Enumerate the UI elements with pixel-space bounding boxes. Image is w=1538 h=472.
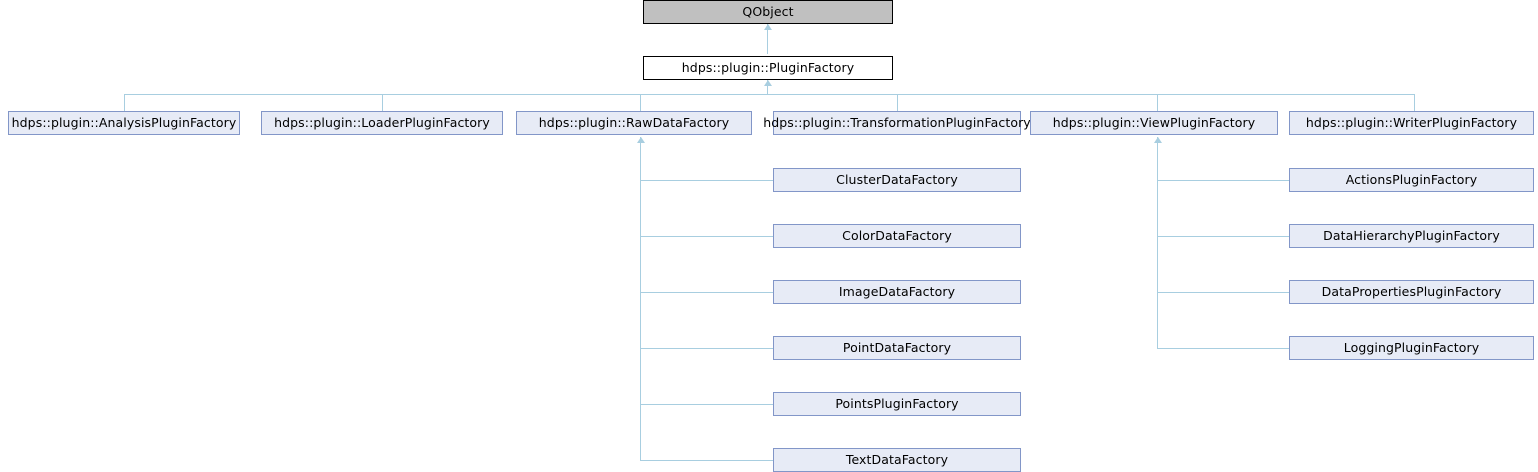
class-node-writerpluginfactory[interactable]: hdps::plugin::WriterPluginFactory	[1289, 111, 1534, 135]
edge-rawdata-branch-1	[640, 236, 773, 237]
arrow-pluginfactory-stem	[764, 80, 772, 86]
edge-level2-bus	[124, 94, 1415, 95]
arrow-viewplugin-trunk	[1154, 137, 1162, 143]
edge-drop-transformation	[897, 94, 898, 111]
edge-viewplugin-branch-3	[1157, 348, 1289, 349]
class-node-loggingpluginfactory[interactable]: LoggingPluginFactory	[1289, 336, 1534, 360]
class-node-viewpluginfactory[interactable]: hdps::plugin::ViewPluginFactory	[1030, 111, 1278, 135]
class-node-rawdatafactory[interactable]: hdps::plugin::RawDataFactory	[516, 111, 752, 135]
edge-drop-writer	[1414, 94, 1415, 111]
edge-rawdata-branch-2	[640, 292, 773, 293]
class-node-transformationpluginfactory[interactable]: hdps::plugin::TransformationPluginFactor…	[763, 111, 1031, 135]
class-node-clusterdatafactory[interactable]: ClusterDataFactory	[773, 168, 1021, 192]
edge-pluginfactory-stem	[767, 80, 768, 94]
edge-rawdata-branch-3	[640, 348, 773, 349]
edge-viewplugin-branch-2	[1157, 292, 1289, 293]
class-node-actionspluginfactory[interactable]: ActionsPluginFactory	[1289, 168, 1534, 192]
edge-rawdata-branch-0	[640, 180, 773, 181]
class-node-qobject[interactable]: QObject	[643, 0, 893, 24]
edge-drop-analysis	[124, 94, 125, 111]
class-node-imagedatafactory[interactable]: ImageDataFactory	[773, 280, 1021, 304]
class-node-loaderpluginfactory[interactable]: hdps::plugin::LoaderPluginFactory	[261, 111, 503, 135]
edge-viewplugin-branch-1	[1157, 236, 1289, 237]
edge-rawdata-branch-4	[640, 404, 773, 405]
edge-drop-view	[1157, 94, 1158, 111]
edge-viewplugin-branch-0	[1157, 180, 1289, 181]
edge-qobject-to-pluginfactory	[767, 24, 768, 54]
edge-rawdata-branch-5	[640, 460, 773, 461]
class-node-datahierarchypluginfactory[interactable]: DataHierarchyPluginFactory	[1289, 224, 1534, 248]
class-node-textdatafactory[interactable]: TextDataFactory	[773, 448, 1021, 472]
arrow-qobject-to-pluginfactory	[764, 24, 772, 30]
class-node-datapropertiespluginfactory[interactable]: DataPropertiesPluginFactory	[1289, 280, 1534, 304]
edge-viewplugin-trunk	[1157, 137, 1158, 348]
edge-drop-rawdata	[640, 94, 641, 111]
class-node-analysispluginfactory[interactable]: hdps::plugin::AnalysisPluginFactory	[8, 111, 240, 135]
class-node-pointspluginfactory[interactable]: PointsPluginFactory	[773, 392, 1021, 416]
arrow-rawdata-trunk	[637, 137, 645, 143]
edge-drop-loader	[382, 94, 383, 111]
edge-rawdata-trunk	[640, 137, 641, 460]
class-node-pluginfactory[interactable]: hdps::plugin::PluginFactory	[643, 56, 893, 80]
class-node-pointdatafactory[interactable]: PointDataFactory	[773, 336, 1021, 360]
class-node-colordatafactory[interactable]: ColorDataFactory	[773, 224, 1021, 248]
